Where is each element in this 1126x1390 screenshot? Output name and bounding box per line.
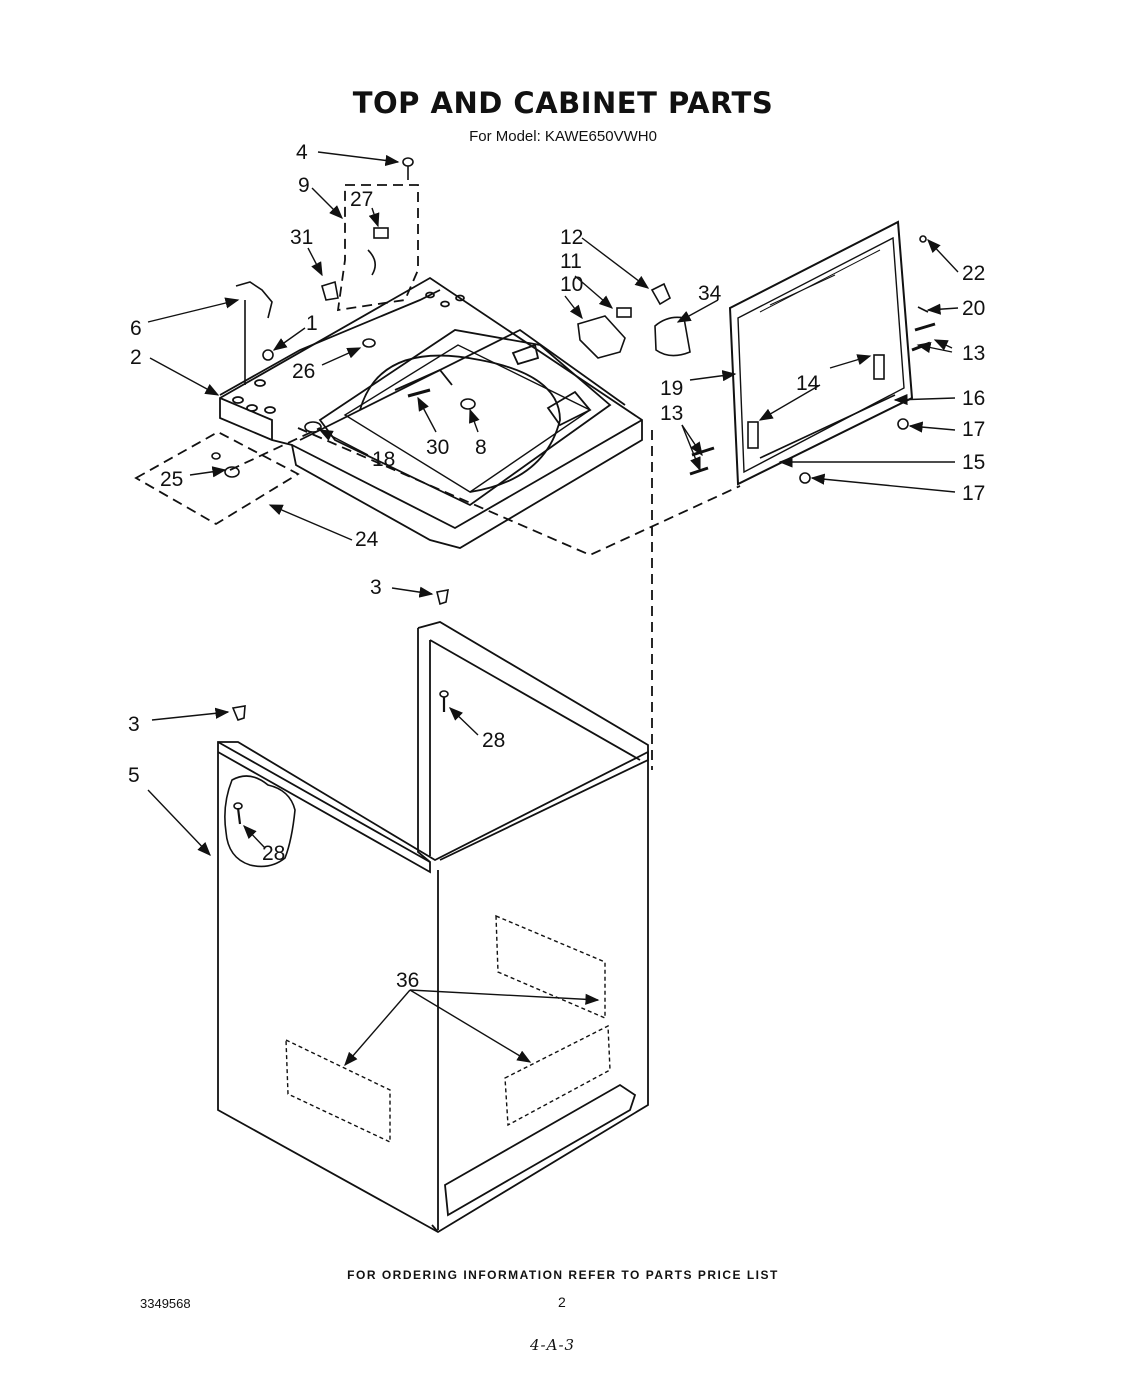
callout-25: 25 (160, 468, 183, 491)
callout-18: 18 (372, 448, 395, 471)
leader-lines (147, 151, 959, 1067)
page-number: 2 (558, 1294, 566, 1310)
callout-22: 22 (962, 262, 985, 285)
lid (728, 220, 914, 486)
top-panel (219, 276, 643, 549)
dashed-outlines (134, 184, 741, 770)
callout-numbers: 4 9 27 31 6 1 2 26 18 30 8 25 24 12 11 1… (128, 141, 985, 992)
document-number: 3349568 (140, 1296, 191, 1311)
callout-11: 11 (560, 250, 582, 273)
callout-3-lower: 3 (128, 713, 140, 736)
callout-27: 27 (350, 188, 373, 211)
callout-34: 34 (698, 282, 722, 305)
callout-15: 15 (962, 451, 985, 474)
callout-1: 1 (306, 312, 318, 335)
callout-5: 5 (128, 764, 140, 787)
callout-9: 9 (298, 174, 310, 197)
callout-12: 12 (560, 226, 583, 249)
lid-hardware (747, 235, 929, 484)
callout-17-upper: 17 (962, 418, 985, 441)
cabinet-cutout (224, 775, 296, 868)
callout-16: 16 (962, 387, 985, 410)
callout-26: 26 (292, 360, 315, 383)
callout-2: 2 (130, 346, 142, 369)
callout-31: 31 (290, 226, 313, 249)
callout-19: 19 (660, 377, 683, 400)
callout-17-lower: 17 (962, 482, 985, 505)
callout-24: 24 (355, 528, 379, 551)
callout-28-lower: 28 (262, 842, 285, 865)
callout-14: 14 (796, 372, 820, 395)
callout-28-upper: 28 (482, 729, 505, 752)
callout-4: 4 (296, 141, 308, 164)
callout-20: 20 (962, 297, 985, 320)
callout-36: 36 (396, 969, 419, 992)
callout-13-lower: 13 (660, 402, 683, 425)
callout-30: 30 (426, 436, 449, 459)
ordering-note: FOR ORDERING INFORMATION REFER TO PARTS … (347, 1268, 779, 1282)
callout-8: 8 (475, 436, 487, 459)
model-subtitle: For Model: KAWE650VWH0 (469, 128, 657, 145)
callout-13-upper: 13 (962, 342, 985, 365)
handwritten-mark: 4-A-3 (530, 1336, 576, 1354)
page-title: TOP AND CABINET PARTS (352, 86, 774, 120)
cabinet-labels (285, 914, 611, 1144)
callout-10: 10 (560, 273, 583, 296)
callout-6: 6 (130, 317, 142, 340)
cabinet (217, 621, 649, 1234)
callout-3-upper: 3 (370, 576, 382, 599)
